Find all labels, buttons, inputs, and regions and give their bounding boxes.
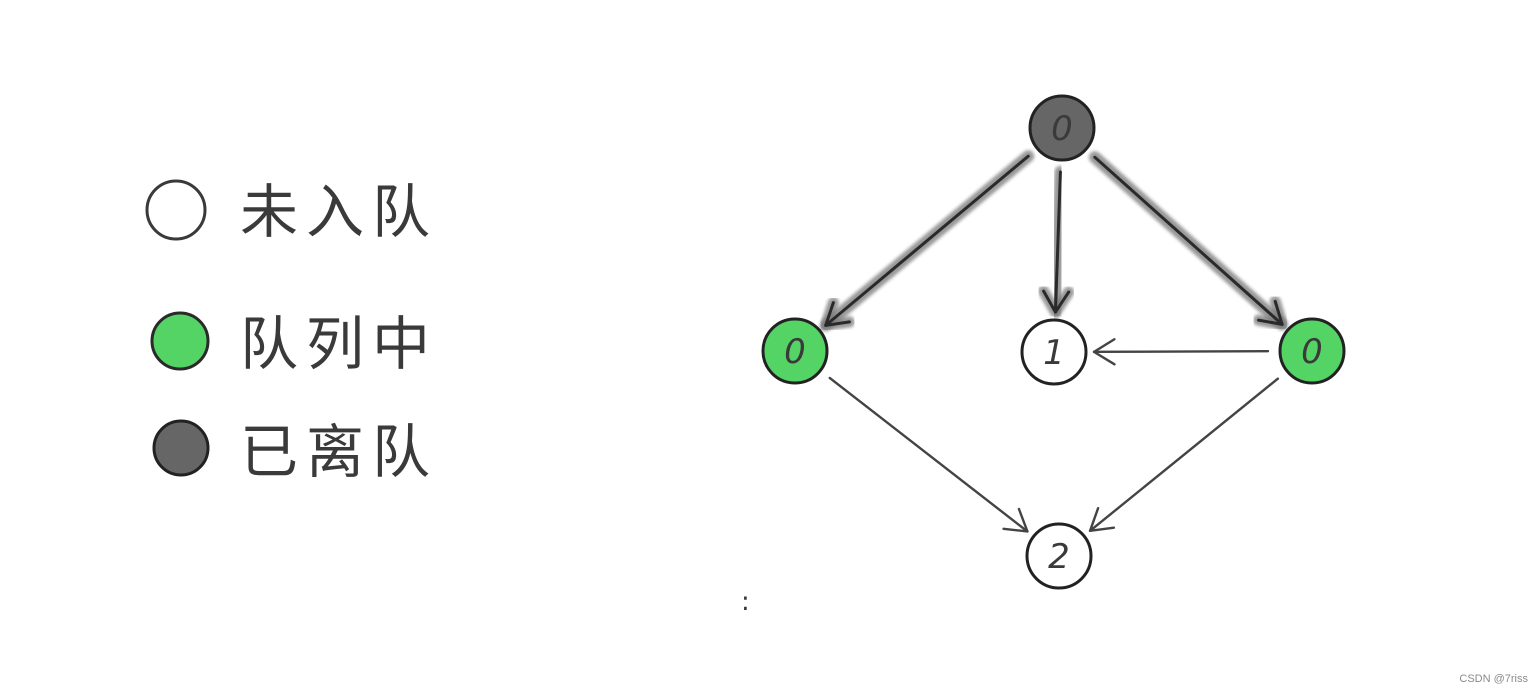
- legend: 未入队 队列中 已离队: [145, 178, 438, 486]
- node-middle: 1: [1020, 318, 1088, 386]
- edge-line: [1092, 349, 1270, 354]
- node-bottom: 2: [1025, 522, 1093, 590]
- edge-top-to-middle: [1038, 165, 1075, 319]
- edge-line: [1093, 155, 1284, 326]
- nodes: 0 0 1 0 2: [761, 94, 1346, 590]
- arrowhead: [824, 301, 851, 327]
- node-label: 1: [1043, 333, 1065, 373]
- legend-label-dequeued: 已离队: [240, 418, 438, 486]
- legend-item-in-queue: 队列中: [150, 310, 438, 378]
- legend-item-not-queued: 未入队: [145, 178, 438, 246]
- edges: [819, 150, 1289, 533]
- node-circle: [761, 317, 829, 385]
- edge-right-to-middle: [1092, 338, 1270, 366]
- node-circle: [1278, 317, 1346, 385]
- legend-swatch-in-queue: [150, 311, 210, 371]
- edge-line: [1053, 170, 1062, 314]
- node-label: 0: [784, 332, 806, 372]
- edge-left-to-bottom: [828, 376, 1029, 533]
- node-top: 0: [1028, 94, 1096, 162]
- edge-top-to-left: [819, 150, 1035, 332]
- legend-swatch-dequeued: [152, 419, 210, 477]
- arrowhead: [1257, 299, 1284, 326]
- node-left: 0: [761, 317, 829, 385]
- edge-top-to-right: [1088, 151, 1289, 331]
- arrowhead: [1042, 289, 1071, 314]
- legend-label-in-queue: 队列中: [240, 310, 438, 378]
- edge-line: [828, 376, 1029, 533]
- node-right: 0: [1278, 317, 1346, 385]
- watermark: CSDN @7riss: [1459, 673, 1528, 685]
- legend-item-dequeued: 已离队: [152, 418, 438, 486]
- arrowhead: [1002, 507, 1029, 533]
- node-circle: [1025, 522, 1093, 590]
- edge-line: [1088, 377, 1280, 533]
- legend-label-not-queued: 未入队: [240, 178, 438, 246]
- arrowhead: [1088, 506, 1116, 533]
- node-label: 0: [1301, 332, 1323, 372]
- node-label: 0: [1051, 109, 1073, 149]
- arrowhead: [1092, 338, 1116, 366]
- node-label: 2: [1048, 537, 1070, 577]
- legend-swatch-not-queued: [145, 179, 207, 241]
- node-circle: [1028, 94, 1096, 162]
- node-circle: [1020, 318, 1088, 386]
- edge-line: [824, 154, 1030, 327]
- edge-right-to-bottom: [1088, 377, 1280, 533]
- stray-mark: :: [741, 587, 750, 617]
